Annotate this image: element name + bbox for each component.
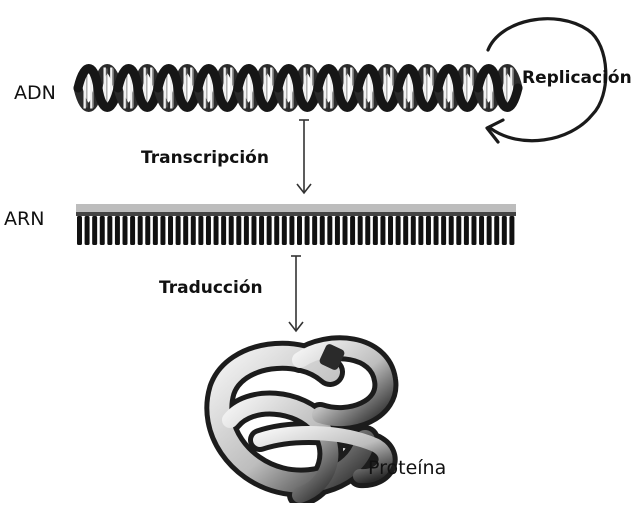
- protein-illustration: [219, 343, 385, 495]
- replication-label: Replicación: [522, 70, 632, 87]
- translation-label: Traducción: [159, 280, 263, 297]
- transcription-label: Transcripción: [141, 150, 269, 167]
- protein-label: Proteína: [368, 459, 446, 478]
- dna-label: ADN: [14, 84, 56, 103]
- translation-arrow: [289, 256, 303, 331]
- rna-label: ARN: [4, 210, 44, 229]
- rna-strand: [76, 204, 516, 245]
- dna-double-helix: [78, 67, 518, 108]
- transcription-arrow: [297, 120, 311, 193]
